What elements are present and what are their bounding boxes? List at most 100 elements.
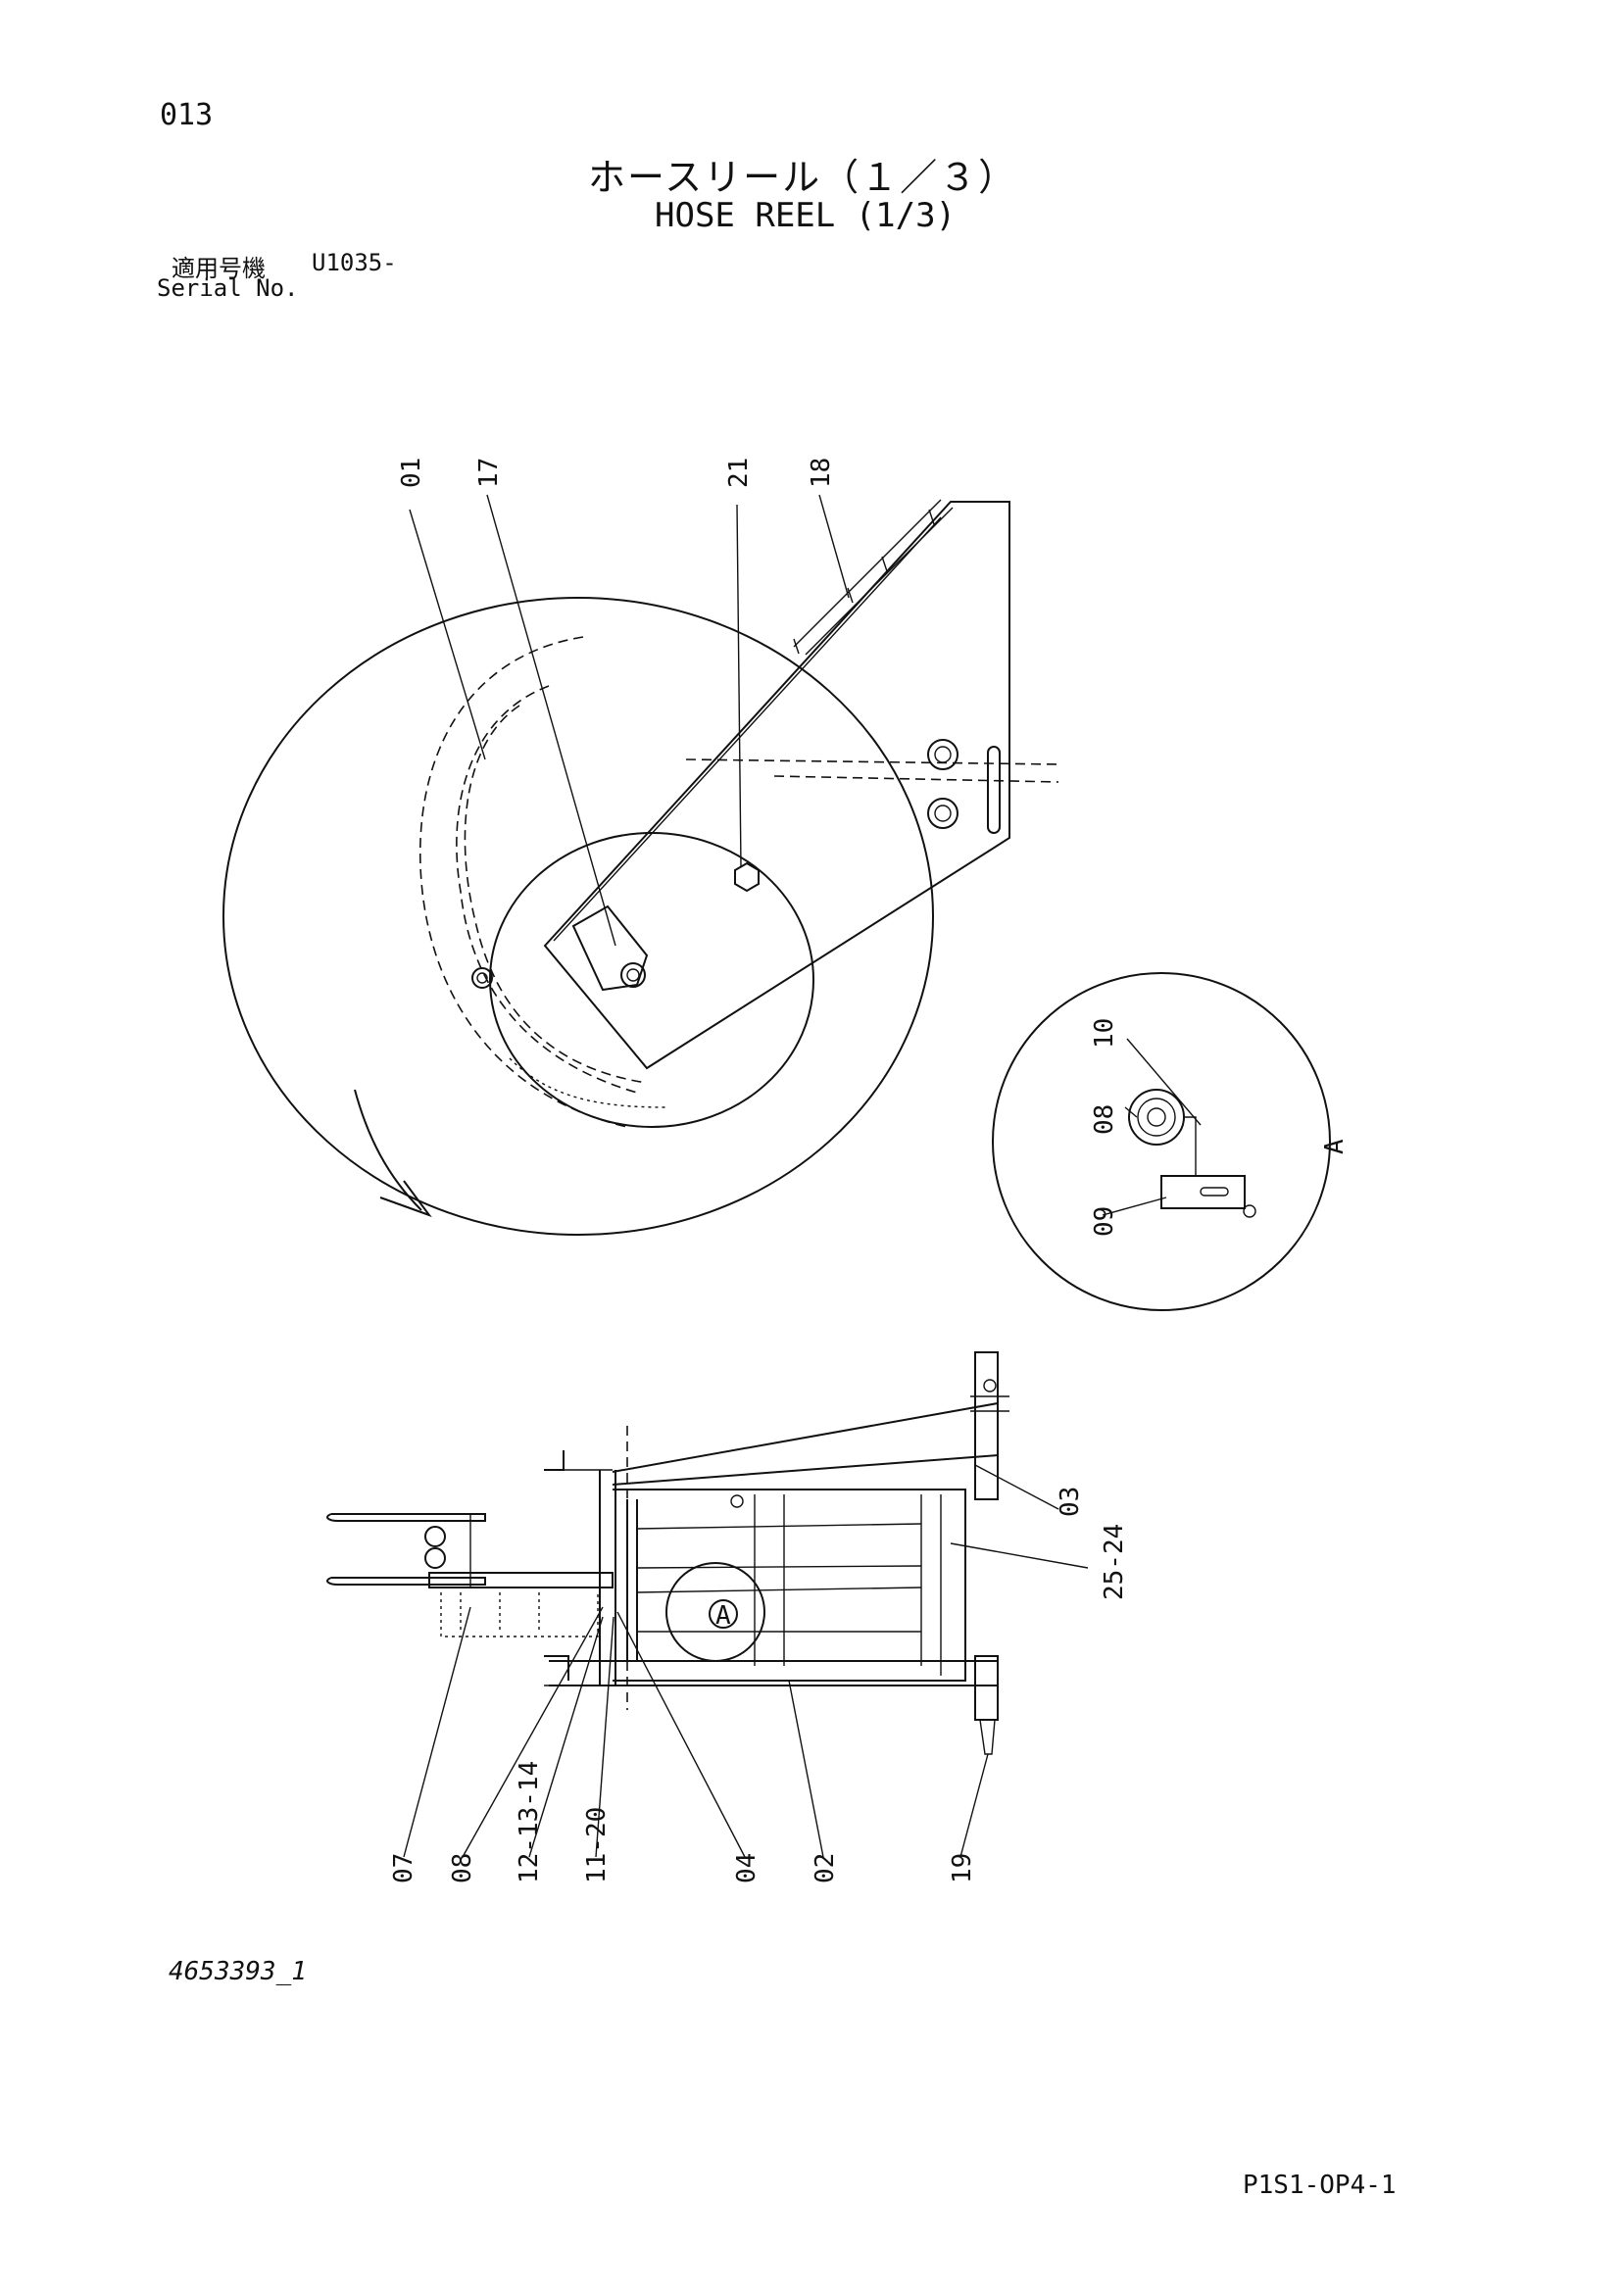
callout-19: 19 [948, 1853, 977, 1883]
detail-a-boundary [992, 972, 1331, 1311]
bracket-hole [927, 739, 958, 770]
hub-bolt [471, 967, 493, 989]
pipe-tab [881, 556, 888, 572]
end-plate-top [974, 1351, 999, 1500]
leader-02 [788, 1680, 824, 1858]
flange-detail [544, 1450, 565, 1471]
leader-17 [486, 494, 616, 947]
end-plate-bottom [974, 1655, 999, 1721]
serial-label-english: Serial No. [157, 274, 299, 302]
leader-11-20 [595, 1616, 614, 1858]
bracket-hole [934, 746, 952, 763]
frame-bolt [730, 1494, 744, 1508]
leader-08-detail [1124, 1106, 1138, 1118]
pipe-tab [847, 587, 854, 604]
section-a-marker [665, 1562, 765, 1662]
clamp-bolt [626, 968, 640, 982]
mounting-bracket [543, 501, 1010, 1070]
hose-guide-upper [326, 1513, 486, 1522]
callout-17: 17 [474, 458, 504, 488]
drum-line [636, 1587, 922, 1593]
leader-04 [616, 1611, 746, 1858]
drawing-number: 4653393_1 [169, 1957, 307, 1986]
leader-25-24 [950, 1542, 1089, 1569]
center-line [685, 758, 1059, 765]
reel-front-view [326, 1351, 1089, 1858]
hose-winding-arc [464, 705, 648, 1084]
callout-08: 08 [448, 1853, 477, 1883]
title-japanese: ホースリール（１／３） [588, 156, 1018, 199]
reel-hub [489, 832, 814, 1128]
side-frame [613, 1489, 966, 1682]
leader-07 [403, 1606, 471, 1858]
hose-winding-arc [456, 685, 638, 1094]
leader-08 [462, 1606, 604, 1858]
hose-pack [440, 1592, 599, 1637]
callout-18: 18 [807, 458, 836, 488]
title-english: HOSE REEL (1/3) [655, 196, 957, 235]
callout-01: 01 [397, 458, 426, 488]
callout-12-13-14: 12-13-14 [515, 1761, 544, 1883]
serial-label-japanese: 適用号機 [172, 255, 266, 282]
roller-axle [1147, 1107, 1166, 1127]
bracket-hole [927, 798, 958, 829]
callout-11-20: 11-20 [582, 1807, 612, 1883]
leader-12-14 [528, 1616, 604, 1858]
bracket-pipe [805, 507, 954, 656]
page-code: P1S1-OP4-1 [1243, 2171, 1397, 2200]
top-plate [612, 1401, 999, 1486]
section-a-bubble [709, 1599, 738, 1629]
hose-winding-arc [509, 1057, 667, 1108]
bracket-edge [553, 516, 942, 942]
leader-01 [409, 509, 486, 760]
reel-drum-outline [222, 597, 934, 1236]
rotation-direction-arrow [354, 1089, 422, 1211]
callout-07: 07 [389, 1853, 418, 1883]
roller-bracket [1160, 1175, 1246, 1209]
leader-03 [974, 1464, 1059, 1510]
detail-a-label: A [1320, 1139, 1350, 1154]
roller-arm [1184, 1116, 1197, 1176]
drum-line [636, 1523, 922, 1530]
leader-21 [736, 504, 742, 868]
hose-winding-arc [419, 636, 628, 1128]
hose-guide-lower [326, 1577, 486, 1586]
reel-side-view [222, 494, 1059, 1236]
callout-10: 10 [1090, 1018, 1119, 1049]
callout-08-detail: 08 [1090, 1104, 1119, 1135]
center-line [773, 775, 1059, 783]
detail-view-a [992, 972, 1331, 1311]
leader-19 [959, 1753, 989, 1858]
drum-plate [428, 1572, 614, 1588]
pipe-tab [793, 638, 800, 655]
bracket-hole [934, 805, 952, 822]
hub-clamp [571, 904, 649, 992]
serial-value: U1035- [312, 249, 397, 276]
hex-nut [734, 861, 760, 893]
callout-04: 04 [732, 1853, 762, 1883]
page-number: 013 [160, 98, 214, 132]
callout-21: 21 [724, 458, 754, 488]
drum-line [636, 1565, 922, 1569]
roller-bracket-slot [1200, 1187, 1229, 1197]
bracket-slot [987, 746, 1001, 834]
roller [1137, 1098, 1176, 1137]
roller-bracket-pin [1243, 1204, 1256, 1218]
callout-09: 09 [1090, 1206, 1119, 1237]
guide-roller [424, 1547, 446, 1569]
rotation-direction-arrowhead [379, 1180, 432, 1218]
callout-03: 03 [1056, 1487, 1085, 1517]
clamp-bolt [620, 962, 646, 988]
pipe-tab [928, 509, 935, 525]
end-plate-bolt [983, 1379, 997, 1392]
section-a-label: A [715, 1601, 731, 1631]
leader-18 [818, 494, 850, 599]
hub-bolt [476, 972, 488, 984]
bracket-pipe [793, 499, 942, 648]
callout-25-24: 25-24 [1100, 1524, 1129, 1600]
leader-10 [1126, 1038, 1202, 1126]
guide-roller [424, 1526, 446, 1547]
flange-detail [544, 1655, 569, 1681]
